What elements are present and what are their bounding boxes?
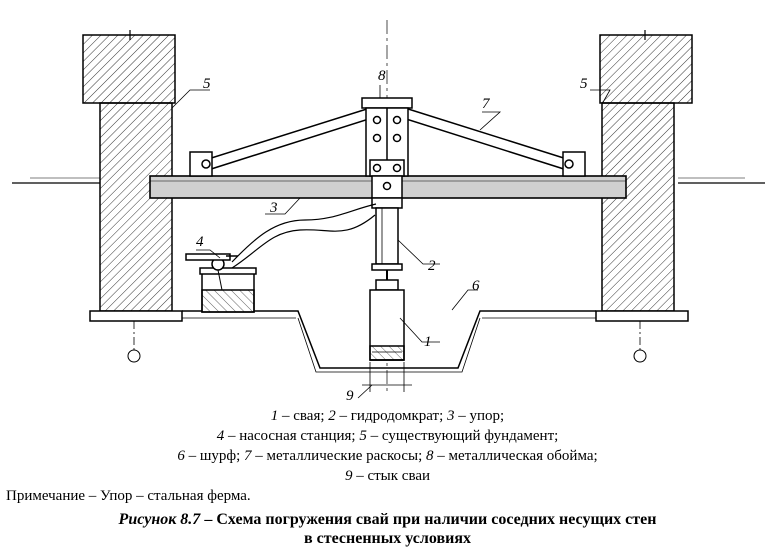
- figure-caption: Рисунок 8.7 – Схема погружения свай при …: [0, 510, 775, 548]
- legend-num: 1: [270, 408, 279, 424]
- legend-num: 7: [244, 448, 252, 464]
- pumping-station: [185, 253, 257, 313]
- hoses: [231, 203, 377, 269]
- legend-num: 6: [177, 448, 185, 464]
- legend-num: 5: [359, 428, 367, 444]
- label-2: 2: [428, 258, 436, 274]
- label-5-left: 5: [203, 76, 211, 92]
- label-5-right: 5: [580, 76, 588, 92]
- pit: [182, 310, 596, 373]
- pile-driving-diagram: 5 5 8 7 3 4 2 6 1 9: [12, 20, 765, 404]
- legend-num: 9: [344, 468, 353, 484]
- figure-number: Рисунок 8.7: [118, 511, 201, 528]
- legend-text: – шурф;: [184, 448, 245, 464]
- label-4: 4: [196, 234, 204, 250]
- label-9: 9: [346, 388, 354, 404]
- legend-text: – насосная станция;: [224, 428, 360, 444]
- legend-num: 8: [426, 448, 434, 464]
- legend-line-3: 6 – шурф; 7 – металлические раскосы; 8 –…: [0, 446, 775, 466]
- legend: 1 – свая; 2 – гидродомкрат; 3 – упор; 4 …: [0, 406, 775, 486]
- legend-text: – металлические раскосы;: [251, 448, 427, 464]
- hydraulic-jack: [371, 197, 403, 288]
- legend-num: 4: [216, 428, 225, 444]
- legend-line-1: 1 – свая; 2 – гидродомкрат; 3 – упор;: [0, 406, 775, 426]
- label-6: 6: [472, 278, 480, 294]
- label-3: 3: [269, 200, 278, 216]
- legend-text: – свая;: [278, 408, 329, 424]
- legend-text: – стык сваи: [352, 468, 431, 484]
- ground-line: [12, 177, 765, 184]
- pile-joint-dimension: [357, 362, 412, 399]
- legend-line-4: 9 – стык сваи: [0, 466, 775, 486]
- label-7: 7: [482, 96, 491, 112]
- label-8: 8: [378, 68, 386, 84]
- label-1: 1: [424, 334, 432, 350]
- legend-text: – гидродомкрат;: [335, 408, 448, 424]
- caption-title-2: в стесненных условиях: [304, 530, 471, 547]
- legend-text: – существующий фундамент;: [366, 428, 559, 444]
- figure-note: Примечание – Упор – стальная ферма.: [6, 488, 251, 504]
- leader-lines: [171, 85, 611, 343]
- legend-num: 3: [447, 408, 455, 424]
- legend-num: 2: [328, 408, 336, 424]
- caption-title-1: – Схема погружения свай при наличии сосе…: [200, 511, 657, 528]
- legend-text: – металлическая обойма;: [433, 448, 598, 464]
- existing-foundation-right: [595, 30, 693, 363]
- existing-foundation-left: [82, 30, 183, 363]
- metal-cage: [361, 97, 413, 199]
- caption-line-1: Рисунок 8.7 – Схема погружения свай при …: [0, 510, 775, 529]
- legend-text: – упор;: [454, 408, 505, 424]
- pile: [369, 279, 405, 361]
- legend-line-2: 4 – насосная станция; 5 – существующий ф…: [0, 426, 775, 446]
